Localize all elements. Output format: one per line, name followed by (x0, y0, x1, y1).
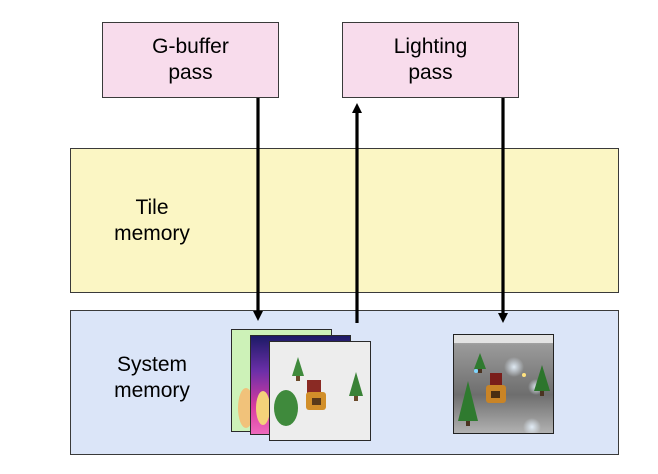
lighting-pass-label-line1: Lighting (393, 35, 468, 59)
tile-memory-region (70, 148, 619, 293)
depth-image-art (270, 342, 370, 440)
lighting-result-image (453, 334, 554, 434)
system-memory-label-line1: System (116, 353, 187, 376)
lighting-pass-label-line2: pass (408, 61, 453, 84)
tile-memory-label: Tile memory (96, 195, 208, 246)
tile-memory-label-line2: memory (114, 221, 190, 245)
gbuffer-pass-label-line1: G-buffer (152, 35, 229, 59)
lighting-pass-box: Lighting pass (342, 22, 519, 98)
gbuffer-pass-label-line2: pass (168, 61, 213, 84)
lit-scene-art (454, 335, 553, 433)
system-memory-label: System memory (96, 352, 208, 403)
tile-memory-label-line1: Tile (135, 196, 169, 219)
gbuffer-depth-image (269, 341, 371, 441)
system-memory-label-line2: memory (114, 378, 190, 402)
gbuffer-pass-box: G-buffer pass (102, 22, 279, 98)
